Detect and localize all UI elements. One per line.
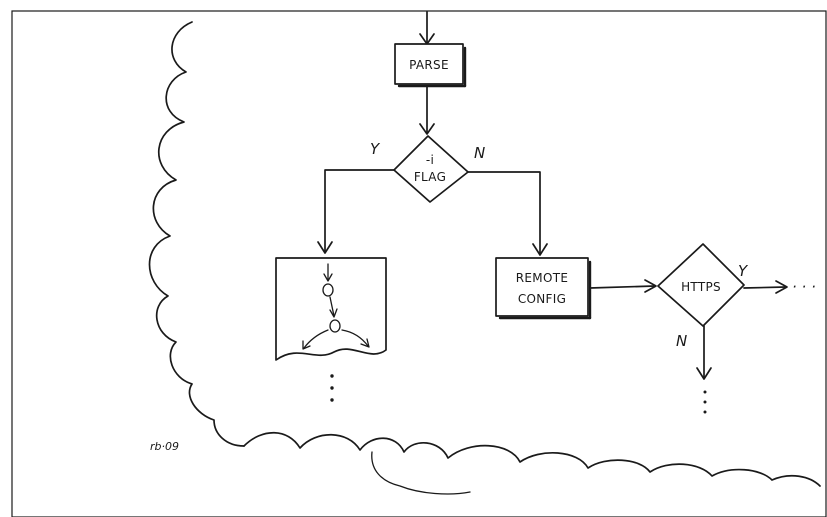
remote-to-https-arrowhead bbox=[644, 279, 657, 293]
mini-node-b bbox=[329, 319, 341, 333]
https-diamond bbox=[657, 243, 745, 327]
mini-link-arrowhead bbox=[329, 308, 338, 318]
frame-border bbox=[11, 10, 827, 517]
remote-config-label-2: CONFIG bbox=[518, 292, 566, 306]
flag-label-top: -i bbox=[426, 153, 434, 167]
https-no-label: N bbox=[676, 332, 687, 350]
remote-config-box bbox=[495, 257, 589, 317]
mini-branch-right-head bbox=[360, 338, 370, 348]
remote-config-label-1: REMOTE bbox=[516, 271, 568, 285]
flag-yes-label: Y bbox=[370, 140, 381, 158]
https-yes-label: Y bbox=[738, 262, 749, 280]
flag-decision-node: -i FLAG bbox=[393, 135, 469, 203]
remote-config-node: REMOTE CONFIG bbox=[495, 257, 592, 320]
parse-label: PARSE bbox=[409, 58, 449, 72]
https-yes-arrow bbox=[743, 286, 787, 289]
flag-yes-branch-line bbox=[324, 169, 395, 253]
cloud-boundary-bottom bbox=[243, 431, 821, 487]
author-signature: rb·09 bbox=[150, 440, 179, 453]
mini-arrowhead-in bbox=[323, 273, 333, 282]
flag-yes-arrowhead bbox=[317, 241, 333, 254]
mini-link bbox=[329, 296, 335, 317]
parse-box bbox=[394, 43, 464, 85]
cloud-boundary-edge bbox=[371, 451, 471, 495]
parse-to-flag-arrowhead bbox=[419, 123, 435, 135]
flag-no-branch-line bbox=[467, 171, 541, 255]
https-no-arrowhead bbox=[696, 367, 712, 380]
mini-branch-right bbox=[341, 329, 369, 347]
document-continuation bbox=[330, 374, 334, 402]
parse-node: PARSE bbox=[394, 43, 467, 88]
flag-label-bottom: FLAG bbox=[414, 170, 446, 184]
mini-node-a bbox=[322, 283, 334, 297]
cloud-boundary-left bbox=[148, 21, 245, 447]
flag-diamond bbox=[393, 135, 469, 203]
https-yes-continuation: · · · bbox=[792, 278, 816, 296]
flag-no-label: N bbox=[474, 144, 485, 162]
interactive-flow-node bbox=[275, 257, 387, 361]
remote-to-https-arrow bbox=[589, 285, 656, 289]
mini-branch-left-head bbox=[302, 340, 311, 350]
mini-branch-left bbox=[303, 329, 329, 349]
https-decision-node: HTTPS bbox=[657, 243, 745, 327]
https-no-continuation bbox=[703, 390, 707, 414]
document-shape bbox=[275, 257, 387, 361]
https-label: HTTPS bbox=[681, 280, 721, 294]
flag-no-arrowhead bbox=[532, 243, 548, 256]
https-yes-arrowhead bbox=[775, 280, 788, 294]
